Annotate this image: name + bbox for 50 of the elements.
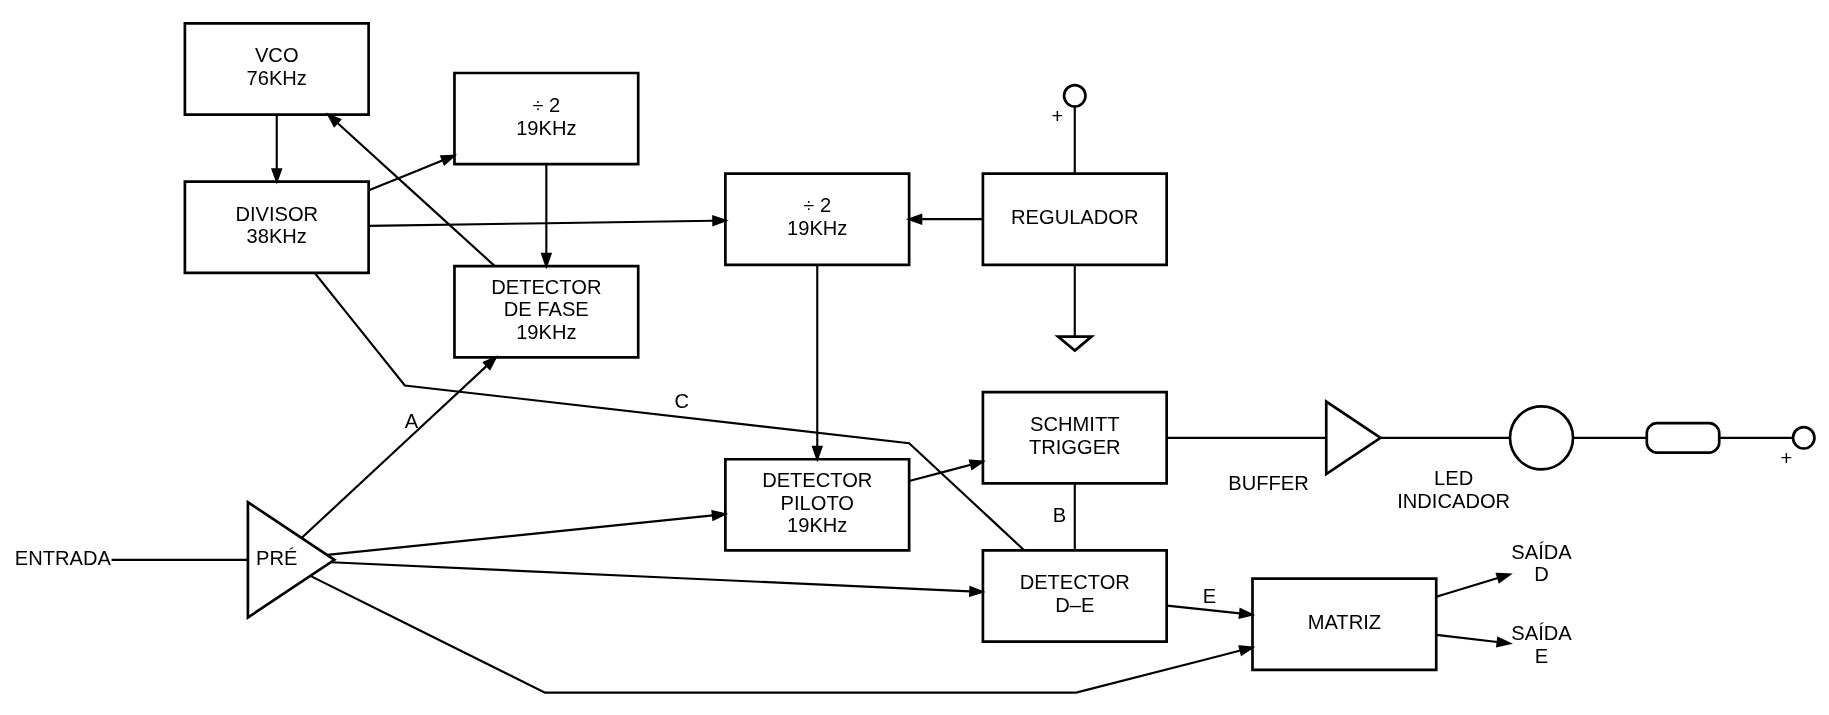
connector [1073, 106, 1076, 173]
connector [1073, 264, 1076, 336]
connector [1166, 436, 1326, 439]
arrow [905, 212, 983, 225]
edge-label: B [1052, 503, 1067, 526]
edge-label: A [404, 409, 419, 432]
node-label: BUFFER [1228, 471, 1309, 494]
node-box: DETECTOR D–E [981, 548, 1168, 643]
node-box: DETECTOR DE FASE 19KHz [453, 264, 640, 359]
connector [1573, 436, 1647, 439]
arrow [368, 214, 729, 227]
node-box: MATRIZ [1251, 576, 1438, 671]
node-box: DIVISOR 38KHz [183, 179, 370, 274]
arrow [1436, 572, 1513, 598]
node-box: REGULADOR [981, 171, 1168, 266]
arrow [330, 560, 986, 597]
node-text: ENTRADA [14, 546, 111, 569]
arrow [1436, 633, 1513, 648]
connector [1719, 436, 1793, 439]
node-label: + [1051, 104, 1064, 127]
node-label: + [1780, 446, 1793, 469]
connector [1380, 436, 1510, 439]
edge-label: E [1202, 584, 1217, 607]
node-text: SAÍDA D [1511, 540, 1572, 585]
node-ground [1054, 334, 1096, 352]
node-circle [1791, 425, 1816, 450]
arrow [301, 354, 499, 539]
node-circle [1508, 404, 1575, 471]
arrow [908, 458, 986, 482]
arrow [310, 574, 1256, 694]
arrow [540, 163, 553, 269]
node-box: ÷ 2 19KHz [724, 171, 911, 266]
edge-label: C [674, 389, 690, 412]
node-box [1645, 421, 1721, 454]
arrow [271, 114, 283, 185]
connector [1073, 482, 1076, 550]
connector [313, 271, 1025, 551]
node-box: DETECTOR PILOTO 19KHz [724, 457, 911, 552]
node-circle [1062, 83, 1087, 108]
arrow [325, 111, 496, 267]
connector [111, 558, 248, 561]
arrow [368, 153, 458, 191]
node-text: SAÍDA E [1511, 621, 1572, 667]
arrow [811, 264, 823, 462]
node-box: SCHMITT TRIGGER [981, 390, 1168, 485]
arrow [1166, 604, 1256, 619]
node-box: ÷ 2 19KHz [453, 71, 640, 166]
arrow [327, 509, 729, 556]
node-label: LED INDICADOR [1397, 466, 1511, 512]
node-box: VCO 76KHz [183, 21, 370, 116]
